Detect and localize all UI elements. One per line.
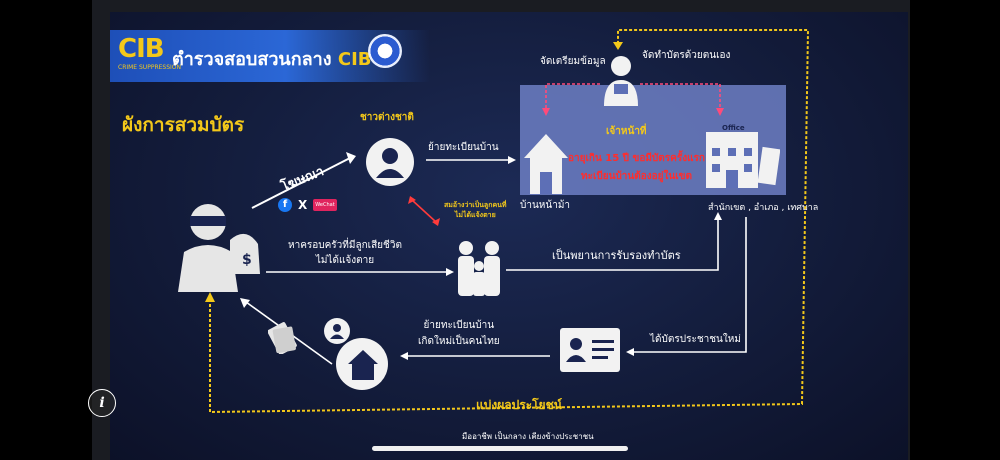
foreigner-label: ชาวต่างชาติ	[360, 112, 414, 123]
new-id-card-label: ได้บัตรประชาชนใหม่	[650, 334, 741, 345]
header-title: ตำรวจสอบสวนกลาง CIB	[172, 44, 372, 73]
profit-loop-arrow	[205, 292, 215, 302]
make-card-line	[640, 83, 721, 110]
officer-label: เจ้าหน้าที่	[606, 126, 647, 137]
back-to-broker-arrow	[240, 298, 250, 308]
id-card-icon	[560, 328, 620, 372]
move-reg-bottom-line-1: ย้ายทะเบียนบ้าน	[423, 320, 495, 331]
impersonate-link	[411, 199, 437, 223]
move-reg-bottom-label: ย้ายทะเบียนบ้าน เกิดใหม่เป็นคนไทย	[418, 318, 500, 350]
red-note-line-2: ทะเบียนบ้านต้องอยู่ในเขต	[581, 171, 692, 182]
red-note-line-1: อายุเกิน 15 ปี ขอมีบัตรครั้งแรก	[568, 153, 705, 164]
family-icon	[458, 241, 500, 296]
impersonate-arrow-b	[432, 218, 440, 226]
home-indicator[interactable]	[372, 446, 628, 451]
make-card-arrow	[716, 108, 724, 116]
profit-loop-line	[209, 29, 810, 414]
prepare-info-label: จัดเตรียมข้อมูล	[540, 56, 606, 67]
witness-line	[506, 218, 719, 271]
impersonate-note-line-2: ไม่ได้แจ้งตาย	[454, 211, 496, 219]
impersonate-note: สมอ้างว่าเป็นลูกคนที่ ไม่ได้แจ้งตาย	[444, 200, 507, 220]
presentation-screen: CIB CRIME SUPPRESSION ตำรวจสอบสวนกลาง CI…	[110, 12, 908, 460]
find-family-line-2: ไม่ได้แจ้งตาย	[315, 255, 375, 266]
advertise-arrow	[346, 152, 356, 164]
diagram-title: ผังการสวมบัตร	[122, 114, 245, 136]
impersonate-note-line-1: สมอ้างว่าเป็นลูกคนที่	[444, 201, 507, 209]
share-profit-label: แบ่งผลประโยชน์	[476, 398, 562, 412]
facebook-icon: f	[278, 198, 292, 212]
offices-label: สำนักเขต , อำเภอ , เทศบาล	[708, 203, 819, 213]
house-head-label: บ้านหน้าม้า	[520, 200, 571, 211]
new-thai-house-icon	[348, 350, 378, 380]
broker-icon: $	[178, 204, 260, 292]
find-family-label: หาครอบครัวที่มีลูกเสียชีวิต ไม่ได้แจ้งตา…	[288, 238, 402, 268]
office-building-icon	[706, 132, 780, 188]
witness-arrow	[714, 212, 722, 220]
new-card-arrow	[626, 348, 634, 356]
find-family-line-1: หาครอบครัวที่มีลูกเสียชีวิต	[288, 240, 402, 251]
self-make-card-label: จัดทำบัตรด้วยตนเอง	[642, 50, 731, 61]
x-icon: X	[298, 198, 308, 212]
move-reg-arrow	[508, 156, 516, 164]
officer-arrow	[613, 42, 623, 50]
new-card-line	[632, 217, 747, 353]
social-icons: f X WeChat	[278, 198, 337, 212]
foreigner-person-icon	[376, 148, 404, 178]
officer-icon	[604, 56, 638, 106]
office-sign: Office	[722, 124, 745, 132]
prepare-info-arrow	[542, 108, 550, 116]
info-icon[interactable]: i	[88, 389, 116, 417]
prepare-info-line	[545, 83, 600, 110]
cib-logo-subtext: CRIME SUPPRESSION	[118, 64, 181, 71]
cib-logo: CIB	[118, 34, 165, 64]
wechat-icon: WeChat	[313, 199, 337, 211]
police-seal-icon	[368, 34, 402, 68]
house-icon	[524, 134, 568, 194]
move-reg-bottom-arrow	[400, 352, 408, 360]
impersonate-arrow-a	[408, 196, 416, 204]
diagram-arrows	[205, 29, 810, 414]
move-reg-bottom-line-2: เกิดใหม่เป็นคนไทย	[418, 336, 500, 347]
bottom-caption: มืออาชีพ เป็นกลาง เคียงข้างประชาชน	[462, 432, 594, 441]
move-reg-label-top: ย้ายทะเบียนบ้าน	[428, 142, 499, 153]
witness-label: เป็นพยานการรับรองทำบัตร	[552, 249, 681, 262]
header-title-th: ตำรวจสอบสวนกลาง	[172, 49, 332, 70]
header-title-cib: CIB	[337, 49, 372, 70]
red-note: อายุเกิน 15 ปี ขอมีบัตรครั้งแรก ทะเบียนบ…	[568, 150, 705, 186]
money-icon	[268, 322, 297, 354]
advertise-line	[251, 157, 351, 209]
find-family-arrow	[446, 268, 454, 276]
svg-text:$: $	[242, 252, 252, 268]
new-thai-person-icon	[330, 324, 344, 339]
